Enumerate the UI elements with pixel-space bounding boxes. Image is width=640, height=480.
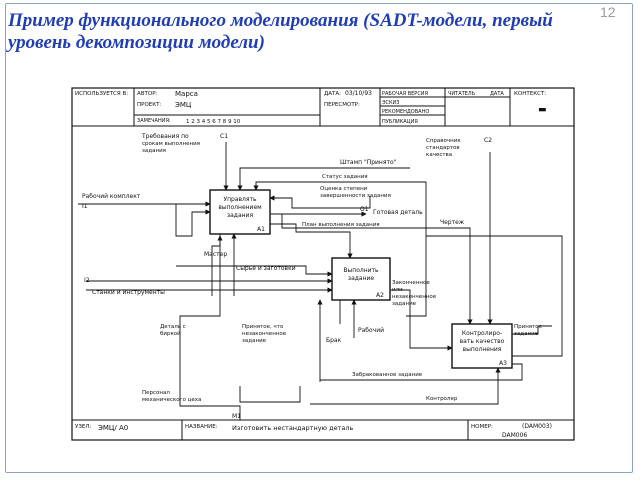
date-label: ДАТА: [324, 91, 341, 97]
label-c1-code: С1 [220, 133, 228, 140]
label-accepted-or-not-line3: задание [242, 338, 267, 344]
box-a1-line1: Управлять [223, 196, 257, 203]
activity-box-a2: Выполнить задание А2 [331, 257, 391, 301]
label-o1-code: О1 [360, 206, 369, 213]
name-value: Изготовить нестандартную деталь [232, 424, 353, 432]
label-accepted-line2: задание [514, 331, 539, 337]
label-stamp: Штамп "Принято" [340, 159, 397, 166]
number-value: (DAM003) [522, 423, 552, 430]
slide-title: Пример функционального моделирования (SA… [8, 10, 553, 53]
label-c1-line3: задания [142, 148, 166, 154]
notes-label: ЗАМЕЧАНИЯ: [137, 118, 171, 124]
reader-date-label: ДАТА [490, 91, 504, 97]
number-label: НОМЕР: [471, 424, 493, 430]
label-master: Мастер [204, 251, 227, 258]
label-c1-line1: Требования по [141, 133, 189, 140]
status-draft: ЭСКИЗ [382, 100, 399, 106]
label-completed-line4: задание [392, 301, 417, 307]
context-mark: ▬ [538, 105, 547, 115]
header-block: ИСПОЛЬЗУЕТСЯ В: АВТОР: Марса ПРОЕКТ: ЭМЦ… [72, 88, 574, 127]
label-personnel-line2: механического цеха [142, 397, 201, 403]
project-value: ЭМЦ [175, 101, 192, 109]
label-c2-line3: качества [426, 152, 452, 158]
project-label: ПРОЕКТ: [137, 102, 162, 108]
label-completion-line2: завершенности задания [320, 193, 391, 199]
label-completed-line3: незаконченное [392, 294, 437, 300]
used-at-label: ИСПОЛЬЗУЕТСЯ В: [75, 91, 128, 97]
diagram-svg: ИСПОЛЬЗУЕТСЯ В: АВТОР: Марса ПРОЕКТ: ЭМЦ… [71, 87, 575, 441]
activity-box-a1: Управлять выполнением задания А1 [209, 189, 271, 235]
box-a3-line2: вать качество [460, 338, 505, 345]
label-i1-code: I1 [82, 203, 88, 210]
label-accepted-or-not-line2: незаконченное [242, 331, 287, 337]
diagram-border [71, 87, 575, 441]
box-a3-line3: выполнения [463, 346, 502, 353]
label-rejected-task: Забракованное задание [352, 372, 423, 378]
label-task-status: Статус задания [322, 174, 368, 180]
label-i2-code: I2 [84, 277, 90, 284]
name-label: НАЗВАНИЕ: [185, 424, 218, 430]
arrows [78, 142, 563, 420]
label-controller: Контролер [426, 396, 458, 402]
notes-numbers: 1 2 3 4 5 6 7 8 9 10 [186, 119, 241, 125]
status-working: РАБОЧАЯ ВЕРСИЯ [382, 91, 428, 97]
slide-frame [5, 3, 633, 473]
box-a3-number: А3 [499, 360, 507, 367]
reader-label: ЧИТАТЕЛЬ [448, 91, 476, 97]
label-c2-line1: Справочник [426, 138, 461, 144]
label-part-tag-line2: биркой [160, 330, 181, 337]
node-label: УЗЕЛ: [75, 424, 91, 430]
number-value-2: DAM006 [502, 432, 527, 439]
activity-box-a3: Контролиро- вать качество выполнения А3 [451, 323, 513, 369]
box-a2-line1: Выполнить [343, 267, 379, 274]
label-worker: Рабочий [358, 327, 384, 334]
slide-number: 12 [600, 4, 616, 20]
box-a1-line3: задания [227, 212, 254, 219]
label-work-kit: Рабочий комплект [82, 193, 141, 200]
label-accepted-or-not-line1: Принятое, что [242, 324, 284, 330]
box-a3-line1: Контролиро- [462, 330, 502, 337]
label-personnel-line1: Персонал [142, 390, 170, 396]
label-accepted-line1: Принятое [514, 324, 543, 330]
context-label: КОНТЕКСТ: [514, 91, 546, 97]
label-part-tag-line1: Деталь с [160, 324, 186, 330]
label-c2-line2: стандартов [426, 145, 460, 151]
label-drawing: Чертеж [440, 219, 465, 226]
revision-label: ПЕРЕСМОТР: [324, 102, 360, 108]
status-recommended: РЕКОМЕНДОВАНО [382, 109, 429, 115]
label-raw-materials: Сырье и заготовки [236, 265, 296, 272]
label-completed-line2: или [392, 287, 403, 293]
label-completed-line1: Законченное [392, 280, 430, 286]
footer-block: УЗЕЛ: ЭМЦ/ А0 НАЗВАНИЕ: Изготовить неста… [72, 419, 574, 440]
idef0-diagram: ИСПОЛЬЗУЕТСЯ В: АВТОР: Марса ПРОЕКТ: ЭМЦ… [70, 86, 578, 446]
box-a1-line2: выполнением [218, 204, 261, 211]
label-finished-part: Готовая деталь [373, 209, 423, 216]
label-completion-line1: Оценка степени [320, 186, 368, 192]
label-defect: Брак [326, 337, 342, 344]
box-a2-number: А2 [376, 292, 384, 299]
box-a2-line2: задание [348, 275, 375, 282]
label-machines: Станки и инструменты [92, 289, 165, 296]
label-m1-code: М1 [232, 413, 241, 420]
author-label: АВТОР: [137, 91, 158, 97]
author-value: Марса [175, 90, 198, 98]
arrow-labels: Требования по срокам выполнения задания … [82, 133, 543, 420]
label-c2-code: С2 [484, 137, 492, 144]
date-value: 03/10/93 [345, 90, 372, 97]
label-task-plan: План выполнения задания [302, 222, 380, 228]
node-value: ЭМЦ/ А0 [98, 424, 128, 432]
label-c1-line2: срокам выполнения [142, 141, 200, 147]
box-a1-number: А1 [257, 226, 265, 233]
status-published: ПУБЛИКАЦИЯ [382, 119, 418, 125]
